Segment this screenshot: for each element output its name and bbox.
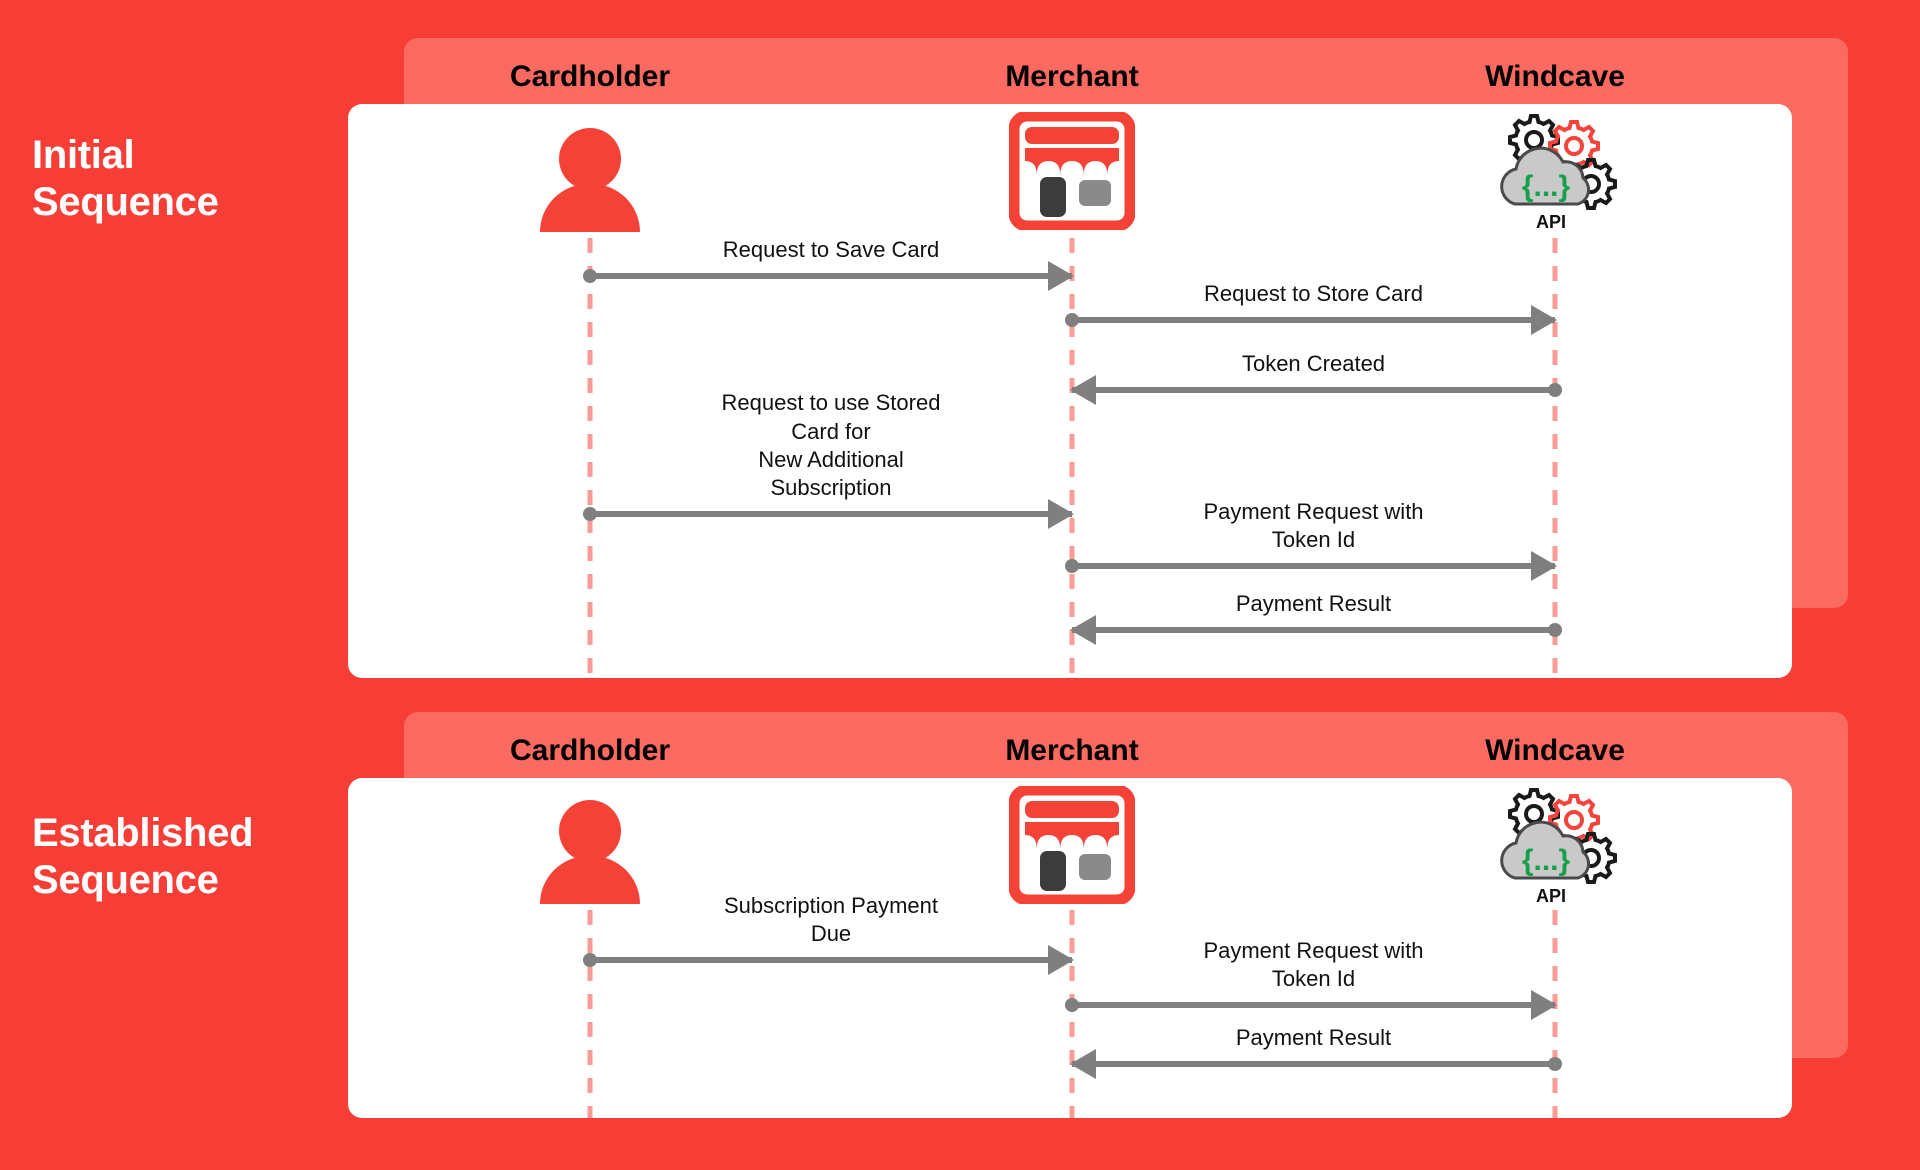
arrow-line bbox=[1072, 1002, 1555, 1008]
lifeline-windcave bbox=[1552, 238, 1558, 678]
arrow-origin-dot bbox=[583, 507, 597, 521]
arrow-head-icon bbox=[1048, 945, 1074, 975]
arrow-line bbox=[1072, 627, 1555, 633]
arrow-head-icon bbox=[1531, 990, 1557, 1020]
sequence-caption-established: Established Sequence bbox=[32, 811, 254, 903]
message-label: Request to Save Card bbox=[722, 236, 940, 262]
person-body-shape bbox=[540, 184, 640, 232]
arrow-origin-dot bbox=[1548, 1057, 1562, 1071]
message-label: Request to use Stored Card for New Addit… bbox=[721, 390, 941, 500]
arrow-head-icon bbox=[1048, 261, 1074, 291]
message-label: Token Created bbox=[1241, 350, 1386, 376]
api-badge-label: API bbox=[1536, 886, 1566, 906]
arrow-head-icon bbox=[1048, 499, 1074, 529]
arrow-head-icon bbox=[1070, 375, 1096, 405]
lifeline-cardholder bbox=[587, 238, 593, 678]
api-cloud-icon: {...} API bbox=[1489, 786, 1621, 908]
lifeline-merchant bbox=[1069, 238, 1075, 678]
arrow-line bbox=[590, 273, 1072, 279]
arrow-origin-dot bbox=[1065, 559, 1079, 573]
svg-text:{...}: {...} bbox=[1522, 170, 1571, 203]
svg-text:{...}: {...} bbox=[1522, 844, 1571, 877]
message-label: Payment Request with Token Id bbox=[1203, 498, 1424, 552]
person-icon bbox=[540, 128, 640, 232]
arrow-line bbox=[590, 511, 1072, 517]
message-label: Request to Store Card bbox=[1204, 280, 1423, 306]
person-head-shape bbox=[559, 128, 621, 190]
arrow-line bbox=[1072, 1061, 1555, 1067]
message-label: Payment Result bbox=[1235, 590, 1392, 616]
person-head-shape bbox=[559, 800, 621, 862]
arrow-origin-dot bbox=[583, 953, 597, 967]
column-heading-merchant: Merchant bbox=[1005, 60, 1139, 93]
message-label: Payment Request with Token Id bbox=[1203, 937, 1424, 991]
column-heading-windcave: Windcave bbox=[1485, 60, 1625, 93]
arrow-origin-dot bbox=[1548, 623, 1562, 637]
arrow-line bbox=[1072, 563, 1555, 569]
arrow-line bbox=[1072, 317, 1555, 323]
column-heading-cardholder: Cardholder bbox=[509, 734, 671, 767]
column-heading-cardholder: Cardholder bbox=[509, 60, 671, 93]
arrow-origin-dot bbox=[1548, 383, 1562, 397]
arrow-origin-dot bbox=[1065, 998, 1079, 1012]
arrow-head-icon bbox=[1531, 305, 1557, 335]
arrow-head-icon bbox=[1070, 615, 1096, 645]
lifeline-cardholder bbox=[587, 910, 593, 1118]
storefront-icon bbox=[1008, 784, 1136, 906]
person-body-shape bbox=[540, 856, 640, 904]
arrow-head-icon bbox=[1070, 1049, 1096, 1079]
storefront-icon bbox=[1008, 110, 1136, 232]
arrow-line bbox=[590, 957, 1072, 963]
arrow-head-icon bbox=[1531, 551, 1557, 581]
api-badge-label: API bbox=[1536, 212, 1566, 232]
arrow-origin-dot bbox=[1065, 313, 1079, 327]
arrow-origin-dot bbox=[583, 269, 597, 283]
sequence-caption-initial: Initial Sequence bbox=[32, 133, 219, 225]
column-heading-merchant: Merchant bbox=[1005, 734, 1139, 767]
lifeline-merchant bbox=[1069, 910, 1075, 1118]
arrow-line bbox=[1072, 387, 1555, 393]
person-icon bbox=[540, 800, 640, 904]
message-label: Payment Result bbox=[1235, 1024, 1392, 1050]
message-label: Subscription Payment Due bbox=[724, 892, 938, 946]
column-heading-windcave: Windcave bbox=[1485, 734, 1625, 767]
api-cloud-icon: {...} API bbox=[1489, 112, 1621, 234]
